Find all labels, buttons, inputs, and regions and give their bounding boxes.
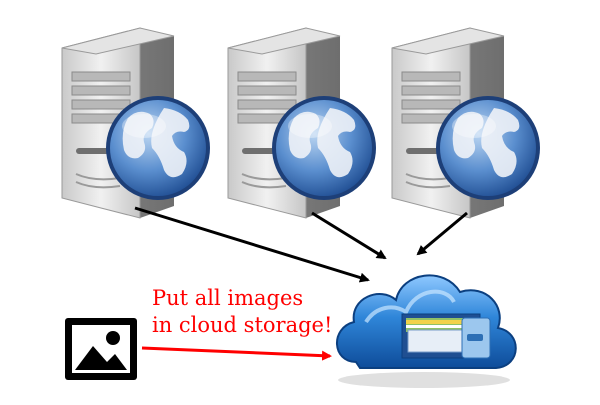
arrow-server-1-to-cloud: [134, 206, 370, 283]
arrow-server-2-to-cloud: [311, 211, 387, 260]
file-drawer-icon: [401, 313, 491, 359]
caption-line-2: in cloud storage!: [152, 313, 333, 337]
arrow-image-to-cloud: [141, 346, 332, 361]
cloud-storage-icon: [336, 274, 517, 388]
globe-icon: [436, 96, 540, 200]
caption-line-1: Put all images: [152, 286, 304, 310]
server-3: [391, 27, 540, 219]
arrow-server-3-to-cloud: [416, 211, 468, 256]
server-2: [227, 27, 376, 219]
server-1: [61, 27, 210, 219]
globe-icon: [272, 96, 376, 200]
globe-icon: [106, 96, 210, 200]
image-file-icon: [65, 318, 137, 380]
